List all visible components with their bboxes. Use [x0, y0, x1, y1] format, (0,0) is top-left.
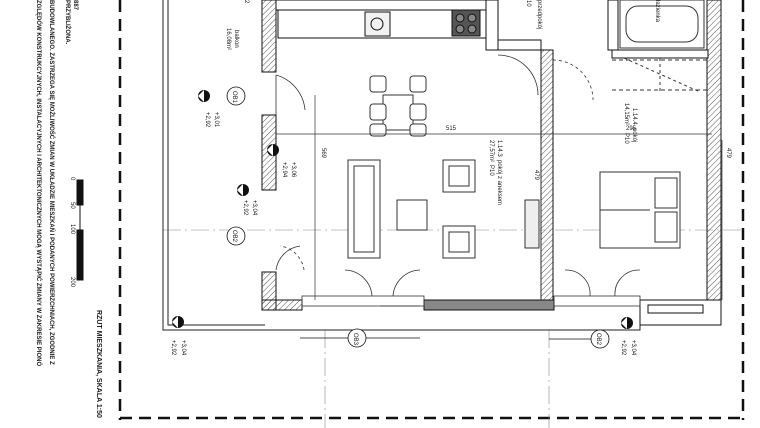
bedroom-area: 14,15m² — [623, 103, 629, 125]
top-left-number: 2 — [243, 0, 249, 4]
tag-ob1: OB1 — [231, 91, 237, 104]
level-3b: +2,92 — [242, 200, 248, 216]
note-line-1: PRZYBLIŻONA. — [64, 0, 71, 45]
apartment-boundary — [118, 0, 745, 420]
level-marker-1 — [198, 90, 210, 102]
living-area: 27,57m² — [488, 140, 494, 162]
level-marker-4 — [172, 316, 184, 328]
level-labels: OB1 +3,01 +2,92 +3,06 +2,94 OB2 +3,04 +2… — [170, 91, 636, 356]
dim-living-width: 515 — [446, 126, 457, 132]
hall-name: przedpokój — [536, 0, 542, 29]
note-line-2: BUDOWLANEGO. ZASTRZEGA SIĘ MOŻLIWOŚĆ ZMI… — [48, 0, 56, 365]
living-floor: P10 — [488, 165, 494, 176]
scale-label-100: 100 — [69, 224, 75, 235]
scale-bar — [76, 179, 84, 281]
level-5a: +3,04 — [180, 340, 186, 356]
plan-title: RZUT MIESZKANIA, SKALA 1:50 — [95, 310, 102, 418]
dim-living-depth: 569 — [320, 148, 326, 159]
level-6a: +3,04 — [630, 340, 636, 356]
level-1b: +2,92 — [204, 112, 210, 128]
bedroom-floor: P10 — [623, 133, 629, 144]
bed — [599, 171, 681, 249]
tag-ob2-left: OB2 — [231, 230, 237, 243]
level-5b: +2,92 — [170, 340, 176, 356]
level-3a: +3,04 — [251, 200, 257, 216]
tag-ob3: OB3 — [352, 333, 358, 346]
scale-labels: 0 50 100 200 — [69, 177, 75, 288]
level-marker-3 — [237, 184, 249, 196]
tag-circles — [226, 86, 610, 349]
balcony-area: 16,08m² — [225, 28, 231, 50]
note-line-3: ZGLĘDÓW KONSTRUKCYJNYCH, INSTALACYJNYCH … — [35, 0, 43, 366]
walls — [261, 0, 722, 326]
scale-label-0: 0 — [69, 177, 75, 181]
scale-label-50: 50 — [69, 202, 75, 209]
bedroom-id: 1.14.4 — [631, 108, 637, 125]
balcony-outline — [162, 0, 641, 331]
axis-lines — [163, 229, 745, 428]
level-marker-2 — [267, 144, 279, 156]
bath-partial: łazienka — [654, 0, 660, 23]
room-labels: balkon 16,08m² 2 1.14.3 pokój z aneksem … — [225, 0, 660, 205]
dim-bedroom-width: 295 — [626, 126, 637, 132]
scale-label-200: 200 — [69, 277, 75, 288]
front-windows — [301, 295, 641, 307]
level-2b: +2,94 — [281, 162, 287, 178]
kitchen-counter — [277, 9, 487, 39]
dim-living-depth-inner: 479 — [533, 170, 539, 181]
level-markers — [172, 90, 633, 329]
dining-set — [369, 75, 427, 137]
top-left-code: 887 — [72, 0, 78, 11]
dimension-lines — [276, 95, 723, 300]
tag-ob2-right: OB2 — [595, 333, 601, 346]
dim-bedroom-depth: 479 — [725, 148, 731, 159]
living-id: 1.14.3 — [496, 140, 502, 157]
balcony-name: balkon — [233, 30, 239, 48]
level-2a: +3,06 — [290, 162, 296, 178]
living-name: pokój z aneksem — [496, 160, 502, 205]
level-1a: +3,01 — [213, 112, 219, 128]
dimension-labels: 515 295 569 479 479 — [320, 126, 731, 181]
bathtub — [612, 0, 708, 93]
top-partial: 10 — [525, 0, 531, 7]
level-6b: +2,92 — [620, 340, 626, 356]
door-swings — [275, 54, 641, 297]
level-marker-5 — [621, 317, 633, 329]
notes-block: PRZYBLIŻONA. BUDOWLANEGO. ZASTRZEGA SIĘ … — [35, 0, 102, 418]
living-furniture — [347, 159, 540, 259]
bedroom-name: pokój — [631, 128, 637, 142]
